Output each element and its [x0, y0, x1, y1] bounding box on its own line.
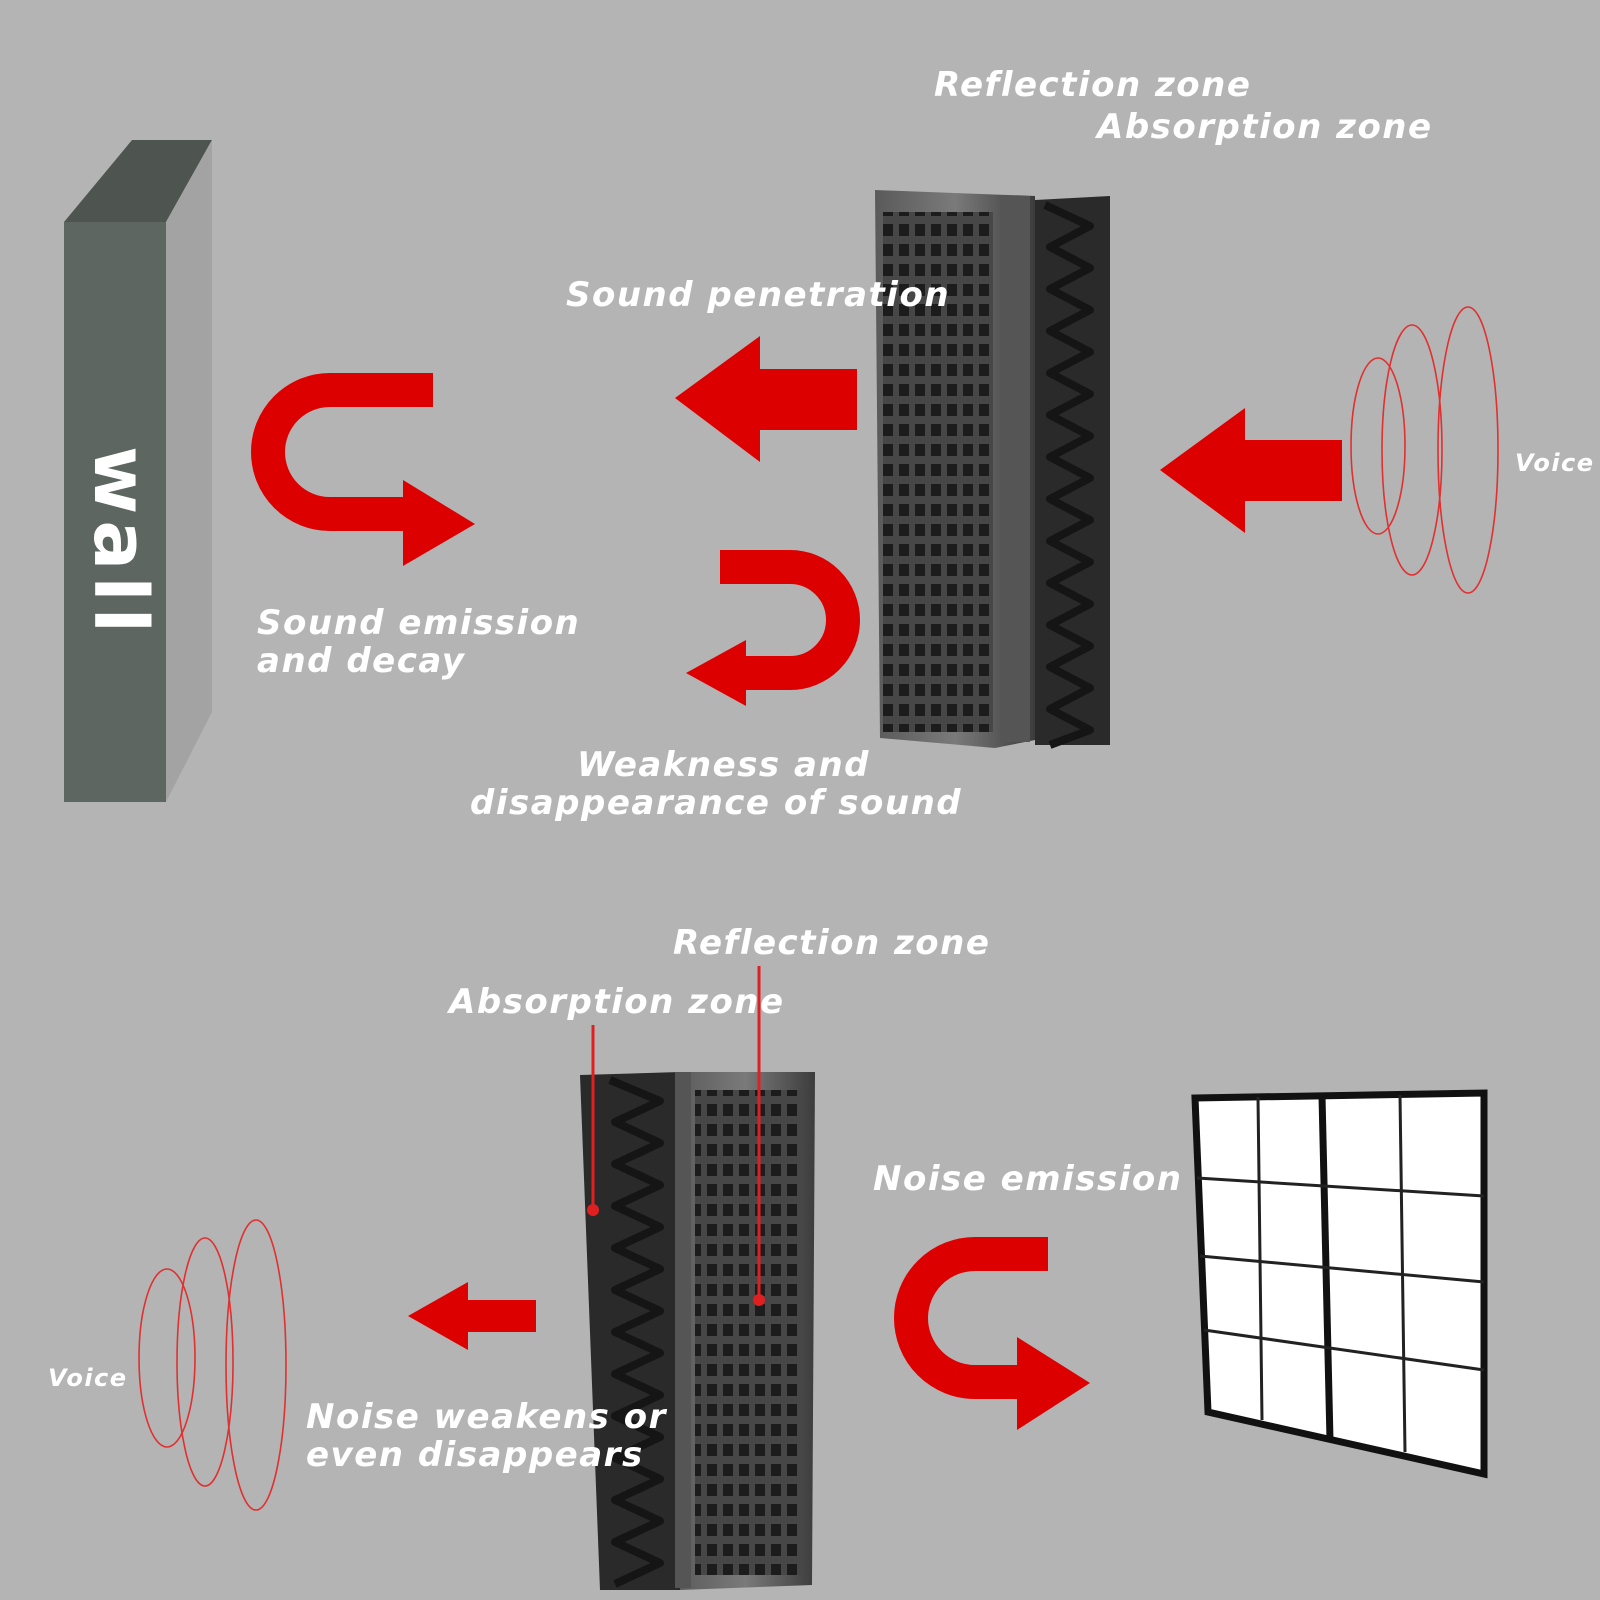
- sound-emission-label: Sound emission and decay: [257, 604, 580, 680]
- bottom-voice-label: Voice: [48, 1364, 128, 1392]
- panel-foam-wedges-bottom: [608, 1076, 664, 1588]
- noise-weakens-label: Noise weakens or even disappears: [306, 1398, 667, 1474]
- wall-top-face: [64, 140, 212, 222]
- weakness-label: Weakness and disappearance of sound: [470, 745, 963, 824]
- panel-edge-bottom: [675, 1072, 691, 1588]
- panel-edge-top: [1000, 196, 1030, 742]
- weakness-arrow: [686, 550, 860, 706]
- bottom-reflection-zone-label: Reflection zone: [673, 923, 991, 963]
- sound-emission-line-1: Sound emission: [257, 603, 581, 643]
- voice-arrow-top: [1160, 408, 1342, 533]
- reflection-zone-leader: [753, 966, 765, 1306]
- wall-label: wall: [77, 446, 163, 640]
- absorption-zone-leader: [587, 1025, 599, 1216]
- wall-front-face: [64, 222, 166, 802]
- sound-emission-arrow: [251, 373, 475, 566]
- panel-perforation-bottom: [695, 1090, 803, 1575]
- weakness-line-1: Weakness and: [576, 745, 870, 785]
- window: [1191, 1089, 1488, 1479]
- noise-emission-arrow: [894, 1237, 1090, 1430]
- acoustic-panel-top: [875, 190, 1110, 749]
- window-glass: [1191, 1089, 1488, 1479]
- weakness-line-2: disappearance of sound: [470, 783, 963, 824]
- wall-block: [64, 140, 212, 802]
- top-voice-label: Voice: [1515, 449, 1595, 477]
- noise-emission-label: Noise emission: [873, 1159, 1183, 1199]
- sound-penetration-label: Sound penetration: [566, 275, 951, 315]
- sound-emission-line-2: and decay: [257, 641, 466, 682]
- panel-foam-bottom: [580, 1072, 680, 1590]
- voice-waves-top: [1350, 306, 1499, 594]
- noise-weakens-line-2: even disappears: [306, 1435, 644, 1476]
- bottom-absorption-zone-label: Absorption zone: [449, 982, 785, 1022]
- voice-waves-bottom: [138, 1219, 287, 1511]
- panel-perforation-top: [883, 212, 993, 732]
- panel-foam-wedges-top: [1043, 201, 1094, 749]
- noise-weakens-line-1: Noise weakens or: [306, 1397, 667, 1437]
- top-reflection-zone-label: Reflection zone: [934, 65, 1252, 105]
- noise-weakens-arrow: [408, 1282, 536, 1350]
- top-absorption-zone-label: Absorption zone: [1097, 107, 1433, 147]
- sound-penetration-arrow: [675, 336, 857, 462]
- acoustic-panel-bottom: [580, 1072, 815, 1590]
- wall-side-face: [166, 140, 212, 802]
